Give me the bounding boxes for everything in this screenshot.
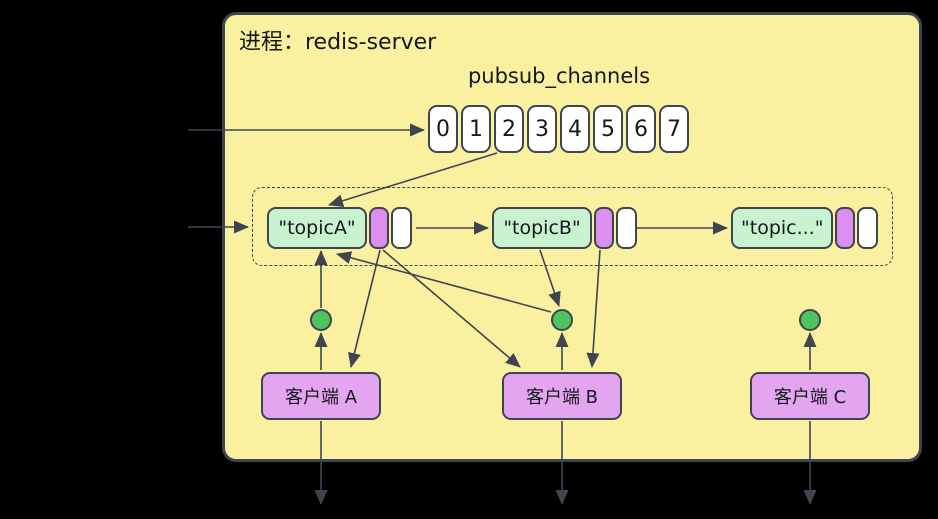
hash-bucket-5: 5 (593, 105, 623, 153)
channel-next-box-topicA (391, 207, 412, 249)
client-box-a: 客户端 A (261, 372, 381, 420)
channel-node-topicB: "topicB" (492, 207, 637, 249)
channel-pointer-box-topicB (594, 207, 614, 249)
channel-node-topicA: "topicA" (267, 207, 412, 249)
pubsub-channels-label: pubsub_channels (467, 64, 651, 88)
channel-next-box-topicDots (857, 207, 879, 249)
process-title: 进程：redis-server (239, 30, 437, 55)
hash-bucket-array: 0 1 2 3 4 5 6 7 (428, 105, 689, 153)
channel-key-topicA: "topicA" (267, 207, 367, 249)
socket-circle-a (310, 309, 332, 331)
channel-node-topicDots: "topic..." (731, 207, 879, 249)
channel-next-box-topicB (616, 207, 637, 249)
channel-key-topicB: "topicB" (492, 207, 592, 249)
channel-key-topicDots: "topic..." (731, 207, 834, 249)
client-box-b: 客户端 B (502, 372, 622, 420)
hash-bucket-7: 7 (659, 105, 689, 153)
hash-bucket-2: 2 (494, 105, 524, 153)
channel-pointer-box-topicA (369, 207, 389, 249)
socket-circle-b (551, 309, 573, 331)
hash-bucket-1: 1 (461, 105, 491, 153)
client-box-c: 客户端 C (750, 372, 870, 420)
channel-pointer-box-topicDots (835, 207, 856, 249)
hash-bucket-0: 0 (428, 105, 458, 153)
hash-bucket-4: 4 (560, 105, 590, 153)
hash-bucket-6: 6 (626, 105, 656, 153)
channel-list-dashed-box (252, 187, 893, 266)
socket-circle-c (799, 309, 821, 331)
hash-bucket-3: 3 (527, 105, 557, 153)
